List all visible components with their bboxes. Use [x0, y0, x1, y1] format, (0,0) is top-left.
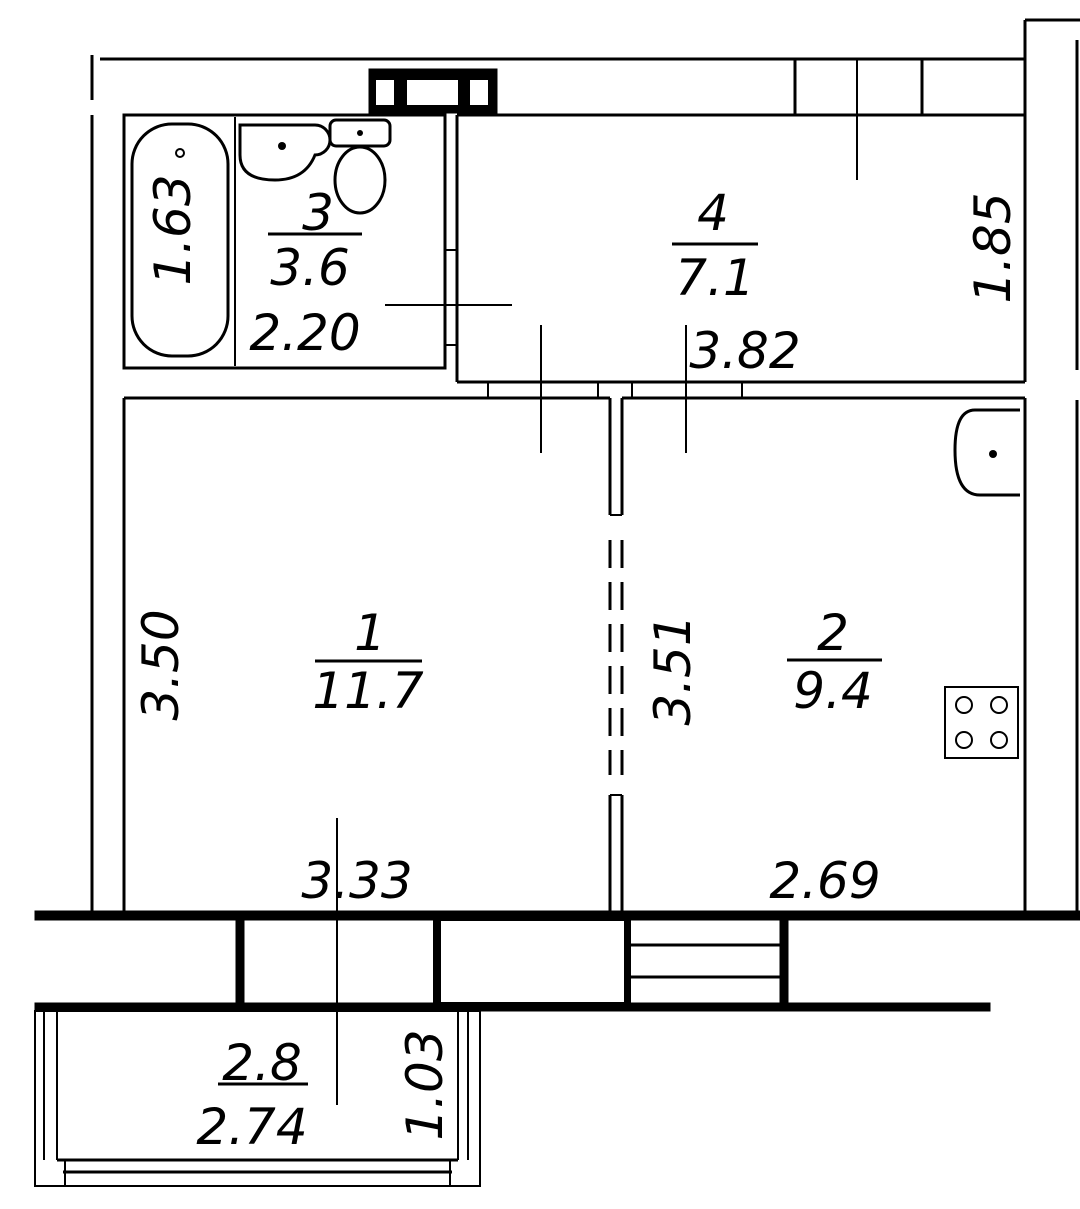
stove-icon [944, 686, 1019, 759]
balcony-depth: 1.03 [396, 1029, 454, 1140]
sink-icon [238, 123, 332, 182]
room-number: 1 [354, 604, 386, 662]
ventilation-shaft [368, 68, 498, 114]
balcony [34, 1010, 481, 1187]
room-area: 3.6 [270, 239, 350, 297]
room-number: 2 [817, 604, 849, 662]
room-depth: 3.51 [644, 614, 702, 725]
balcony-area: 2.8 [222, 1034, 302, 1092]
room-2-label: 2 9.4 2.69 3.51 [644, 604, 882, 910]
room-depth: 3.50 [132, 609, 190, 720]
room-1-label: 1 11.7 3.33 3.50 [132, 604, 424, 910]
room-width: 2.69 [769, 852, 880, 910]
room-width: 3.33 [301, 852, 412, 910]
room-4 [457, 60, 1027, 453]
room-width: 2.20 [249, 304, 360, 362]
room-depth: 1.63 [144, 174, 202, 285]
bathroom [122, 113, 512, 382]
room-number: 4 [697, 184, 729, 242]
kitchen-sink-icon [953, 408, 1020, 497]
balcony-width: 2.74 [196, 1098, 307, 1156]
room-3-label: 3 3.6 2.20 1.63 [144, 174, 362, 362]
room-width: 3.82 [689, 322, 800, 380]
exterior-wall [34, 910, 1080, 1012]
living-rooms [122, 396, 1027, 1105]
room-number: 3 [302, 184, 334, 242]
outer-walls [90, 18, 1080, 912]
room-depth: 1.85 [964, 192, 1022, 303]
room-area: 11.7 [312, 662, 424, 720]
bathtub-icon [130, 122, 230, 358]
room-4-label: 4 7.1 3.82 1.85 [672, 184, 1022, 380]
balcony-label: 2.8 2.74 1.03 [196, 1029, 454, 1156]
room-area: 7.1 [675, 249, 755, 307]
room-area: 9.4 [793, 662, 873, 720]
